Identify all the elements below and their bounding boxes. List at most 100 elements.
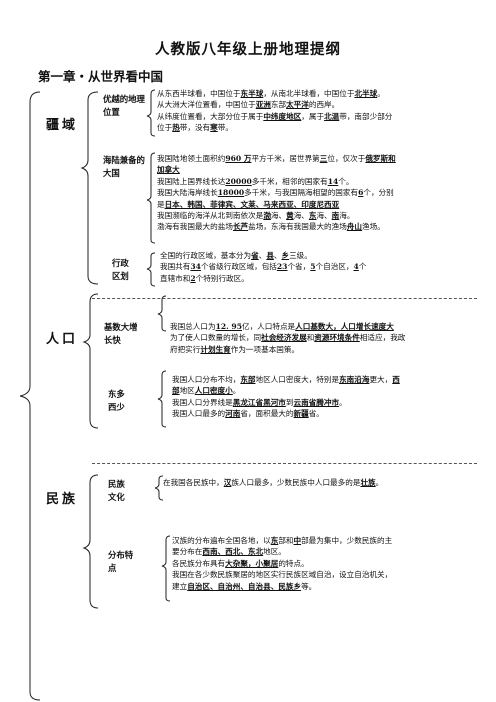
keyword: 人口密度小: [194, 386, 233, 396]
keyword: 4: [353, 262, 359, 272]
ethnic-heading: 民族: [46, 492, 79, 507]
culture-label: 民族文化: [108, 479, 125, 502]
text-segment: 从大洲大洋位置看，中国位于: [157, 100, 256, 110]
main-brace: [19, 91, 41, 701]
text-segment: 海、: [293, 211, 309, 221]
keyword: 渤: [263, 211, 271, 221]
text-segment: 府把实行: [170, 344, 201, 354]
text-segment: 带。: [217, 123, 233, 133]
text-segment: 我国在各少数民族聚居的地区实行民族区域自治，设立自治机关，: [172, 570, 393, 580]
keyword: 960 万: [225, 154, 252, 163]
text-segment: 建立: [172, 581, 188, 591]
keyword: 部: [172, 386, 180, 396]
keyword: 2: [190, 273, 196, 283]
territory-heading: 疆域: [46, 118, 79, 133]
keyword: 亚洲: [255, 100, 271, 110]
text-segment: 多千米，相邻的国家有: [251, 176, 328, 186]
text-segment: 要分布在: [172, 547, 203, 557]
divider-1: [92, 298, 477, 299]
keyword: 6: [358, 188, 364, 198]
keyword: 长芦: [232, 222, 249, 232]
text-segment: 的西岸。: [308, 100, 340, 110]
text-line: 渤海有我国最大的盐场长芦盐场，东海有我国最大的渔场舟山渔场。: [157, 221, 396, 232]
text-line: 位于热带，没有寒带。: [157, 122, 392, 133]
growth-text: 我国总人口为12. 95亿，人口特点是人口基数大，人口增长速度大为了使人口数量的…: [170, 321, 405, 355]
keyword: 乡: [281, 251, 290, 260]
text-segment: 。: [375, 478, 384, 487]
text-segment: 个特别行政区。: [195, 273, 249, 283]
text-segment: 相适应，我政: [359, 333, 406, 343]
text-segment: 海、: [316, 211, 332, 221]
keyword: 县: [266, 251, 274, 260]
keyword: 人口基数大，人口增长速度大: [295, 322, 394, 331]
keyword: 东部: [240, 375, 256, 384]
text-segment: 我国人口分界线是: [172, 397, 233, 407]
text-segment: 个自治区，: [315, 262, 354, 272]
text-line: 从大洲大洋位置看，中国位于亚洲东部太平洋的西岸。: [157, 99, 392, 110]
text-segment: 位于: [157, 123, 173, 133]
keyword: 日本、韩国、菲律宾、文莱、马来西亚、印度尼西亚: [164, 199, 340, 209]
keyword: 自治区、自治州、自治县、民族乡: [187, 581, 302, 591]
text-segment: 等。: [301, 581, 317, 591]
text-segment: 地区人口密度大，特别是: [255, 375, 340, 384]
text-segment: 汉族的分布遍布全国各地，以: [172, 536, 271, 545]
text-segment: 渔场。: [362, 222, 385, 232]
page-title: 人教版八年级上册地理提纲: [155, 41, 341, 58]
text-segment: 从纬度位置看，大部分位于属于: [157, 111, 264, 121]
admin-label: 行政区划: [112, 258, 129, 281]
keyword: 23: [276, 262, 288, 272]
keyword: 黑龙江省黑河市: [232, 397, 286, 407]
text-segment: 三级。: [289, 251, 312, 260]
culture-text: 在我国各民族中，汉族人口最多，少数民族中人口最多的是壮族。: [163, 477, 383, 488]
keyword: 资源环境条件: [314, 333, 360, 343]
keyword: 俄罗斯和: [365, 154, 396, 163]
text-segment: 到: [285, 397, 294, 407]
text-line: 在我国各民族中，汉族人口最多，少数民族中人口最多的是壮族。: [163, 477, 383, 488]
text-segment: 我国共有: [160, 262, 191, 272]
text-line: 我国陆上国界线长达20000多千米，相邻的国家有14个。: [157, 176, 396, 187]
text-segment: 是: [157, 199, 165, 209]
text-line: 为了使人口数量的增长，同社会经济发展和资源环境条件相适应，我政: [170, 332, 405, 343]
ethnic-brace: [82, 474, 99, 609]
text-line: 我国总人口为12. 95亿，人口特点是人口基数大，人口增长速度大: [170, 321, 405, 332]
growth-label: 基数大增长快: [104, 322, 138, 345]
text-segment: 个: [358, 262, 367, 272]
keyword: 西南、西北、东北: [202, 547, 264, 557]
text-segment: 。: [232, 386, 241, 396]
text-segment: 更大，: [369, 375, 393, 384]
keyword: 河南: [225, 409, 241, 419]
keyword: 20000: [225, 176, 252, 186]
text-segment: 省。: [308, 409, 324, 419]
keyword: 18000: [217, 188, 245, 198]
text-line: 我国共有34个省级行政区域，包括23个省，5个自治区，4个: [160, 261, 366, 272]
text-line: 我国人口最多的河南省，面积最大的新疆省。: [172, 408, 400, 419]
text-segment: 我国陆地领土面积约: [157, 154, 226, 163]
text-line: 我国人口分界线是黑龙江省黑河市到云南省腾冲市。: [172, 397, 400, 408]
keyword: 计划生育: [200, 344, 231, 354]
keyword: 12. 95: [215, 322, 242, 331]
population-heading: 人口: [46, 332, 79, 347]
features-label: 分布特点: [108, 550, 134, 573]
keyword: 太平洋: [286, 100, 309, 110]
keyword: 中: [293, 536, 302, 545]
text-segment: 直辖市和: [160, 273, 191, 283]
keyword: 北半球: [354, 89, 378, 98]
keyword: 三: [319, 154, 328, 163]
keyword: 舟山: [346, 222, 363, 232]
text-segment: 亿，人口特点是: [242, 322, 296, 331]
text-segment: 个省级行政区域，包括: [200, 262, 277, 272]
text-segment: 带，南部少部分: [339, 111, 393, 121]
text-segment: 从东西半球看，中国位于: [157, 89, 241, 98]
keyword: 黄: [286, 211, 294, 221]
admin-text: 全国的行政区域，基本分为省、县、乡三级。我国共有34个省级行政区域，包括23个省…: [160, 250, 366, 284]
text-line: 加拿大: [157, 164, 396, 175]
text-segment: 全国的行政区域，基本分为: [160, 251, 252, 260]
keyword: 西: [392, 375, 400, 384]
text-segment: 个。: [338, 176, 354, 186]
keyword: 热: [172, 123, 180, 133]
text-line: 各民族分布具有大杂聚，小聚居的特点。: [172, 558, 392, 569]
text-segment: 东部: [270, 100, 287, 110]
text-segment: 带，没有: [179, 123, 211, 133]
text-segment: 部和: [278, 536, 294, 545]
